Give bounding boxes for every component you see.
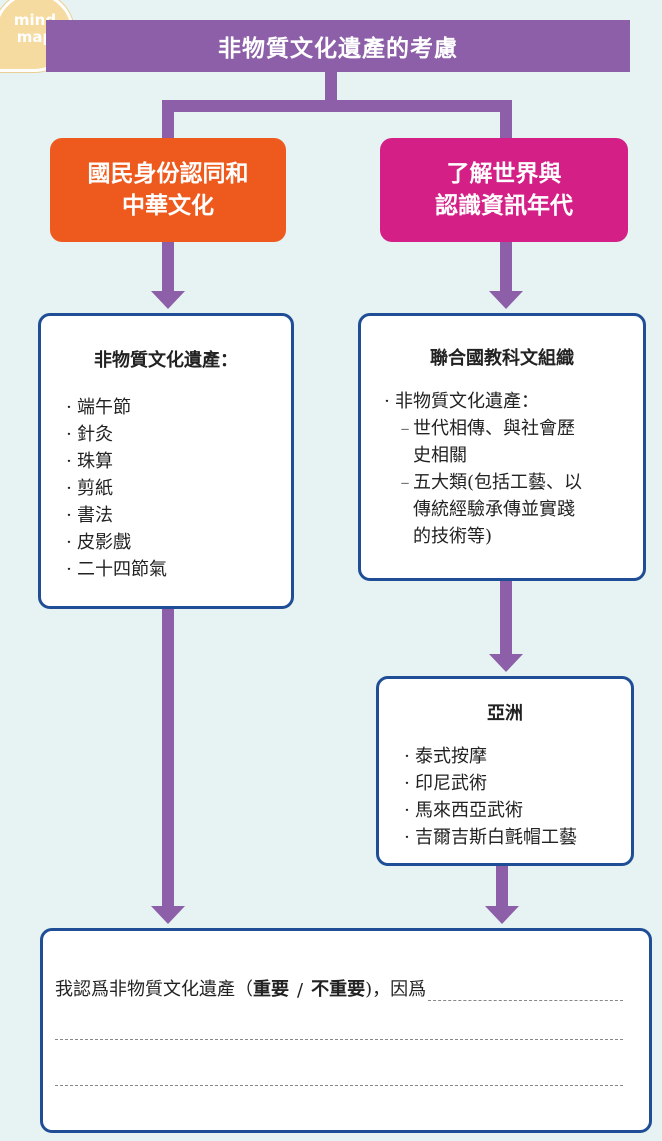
answer-blank-inline[interactable] — [428, 982, 623, 1001]
list-item: ·剪紙 — [66, 478, 113, 499]
sub-item: –五大類(包括工藝、以 傳統經驗承傳並實踐 的技術等) — [400, 472, 583, 547]
arrow-to-box-c — [489, 654, 523, 672]
diagram-title: 非物質文化遺產的考慮 — [46, 20, 630, 72]
asia-heading: 亞洲 — [487, 703, 523, 724]
option-separator: / — [297, 980, 304, 1001]
connector-left-down — [162, 242, 174, 292]
response-box: 我認爲非物質文化遺產（ 重要 / 不重要 )，因爲 — [40, 928, 652, 1133]
option-not-important[interactable]: 不重要 — [311, 979, 366, 1000]
title-text: 非物質文化遺產的考慮 — [218, 36, 458, 62]
arrow-c-to-box-d — [485, 906, 519, 924]
list-item: ·泰式按摩 — [404, 746, 487, 767]
answer-line-2[interactable] — [55, 1039, 623, 1040]
list-item: ·印尼武術 — [404, 773, 487, 794]
option-important[interactable]: 重要 — [253, 979, 289, 1000]
prompt-suffix: )，因爲 — [365, 979, 427, 1000]
connector-b-to-c — [500, 581, 512, 655]
list-item: ·非物質文化遺產： — [384, 391, 539, 412]
chinese-heritage-box: 非物質文化遺產： ·端午節 ·針灸 ·珠算 ·剪紙 ·書法 ·皮影戲 ·二十四節… — [38, 313, 294, 609]
badge-line-2: map — [16, 28, 54, 46]
list-item: ·針灸 — [66, 424, 113, 445]
mind-map-badge-label: mind map — [10, 12, 60, 46]
unesco-box: 聯合國教科文組織 ·非物質文化遺產： –世代相傳、與社會歷 史相關 –五大類(包… — [358, 313, 646, 581]
asia-list: ·泰式按摩 ·印尼武術 ·馬來西亞武術 ·吉爾吉斯白氈帽工藝 — [379, 743, 631, 851]
arrow-to-box-b — [489, 291, 523, 309]
sub-item: –世代相傳、與社會歷 史相關 — [400, 418, 576, 466]
chinese-heritage-list: ·端午節 ·針灸 ·珠算 ·剪紙 ·書法 ·皮影戲 ·二十四節氣 — [41, 394, 291, 583]
category-world-information: 了解世界與 認識資訊年代 — [380, 138, 628, 242]
list-item: ·二十四節氣 — [66, 559, 167, 580]
list-item: ·馬來西亞武術 — [404, 800, 523, 821]
chinese-heritage-heading: 非物質文化遺產： — [94, 350, 238, 371]
arrow-to-box-a — [151, 291, 185, 309]
category-national-identity: 國民身份認同和 中華文化 — [50, 138, 286, 242]
unesco-content: ·非物質文化遺產： –世代相傳、與社會歷 史相關 –五大類(包括工藝、以 傳統經… — [361, 388, 643, 550]
connector-horizontal — [162, 100, 512, 112]
list-item: ·端午節 — [66, 397, 131, 418]
answer-line-3[interactable] — [55, 1085, 623, 1086]
unesco-heading: 聯合國教科文組織 — [430, 348, 574, 369]
connector-right-down — [500, 242, 512, 292]
badge-line-1: mind — [13, 11, 57, 29]
connector-to-right-category — [500, 100, 512, 140]
list-item: ·珠算 — [66, 451, 113, 472]
category-right-line-2: 認識資訊年代 — [435, 193, 573, 219]
connector-a-to-d — [162, 609, 174, 907]
prompt-prefix: 我認爲非物質文化遺產（ — [55, 979, 253, 1000]
category-left-line-1: 國民身份認同和 — [87, 161, 249, 187]
list-item: ·皮影戲 — [66, 532, 131, 553]
list-item: ·書法 — [66, 505, 113, 526]
response-prompt: 我認爲非物質文化遺產（ 重要 / 不重要 )，因爲 — [55, 975, 623, 1001]
list-item: ·吉爾吉斯白氈帽工藝 — [404, 827, 577, 848]
category-left-line-2: 中華文化 — [122, 193, 214, 219]
category-right-line-1: 了解世界與 — [446, 161, 562, 187]
asia-box: 亞洲 ·泰式按摩 ·印尼武術 ·馬來西亞武術 ·吉爾吉斯白氈帽工藝 — [376, 676, 634, 866]
connector-title-down — [325, 72, 337, 108]
connector-c-to-d — [496, 866, 508, 907]
connector-to-left-category — [162, 100, 174, 140]
arrow-a-to-box-d — [151, 906, 185, 924]
